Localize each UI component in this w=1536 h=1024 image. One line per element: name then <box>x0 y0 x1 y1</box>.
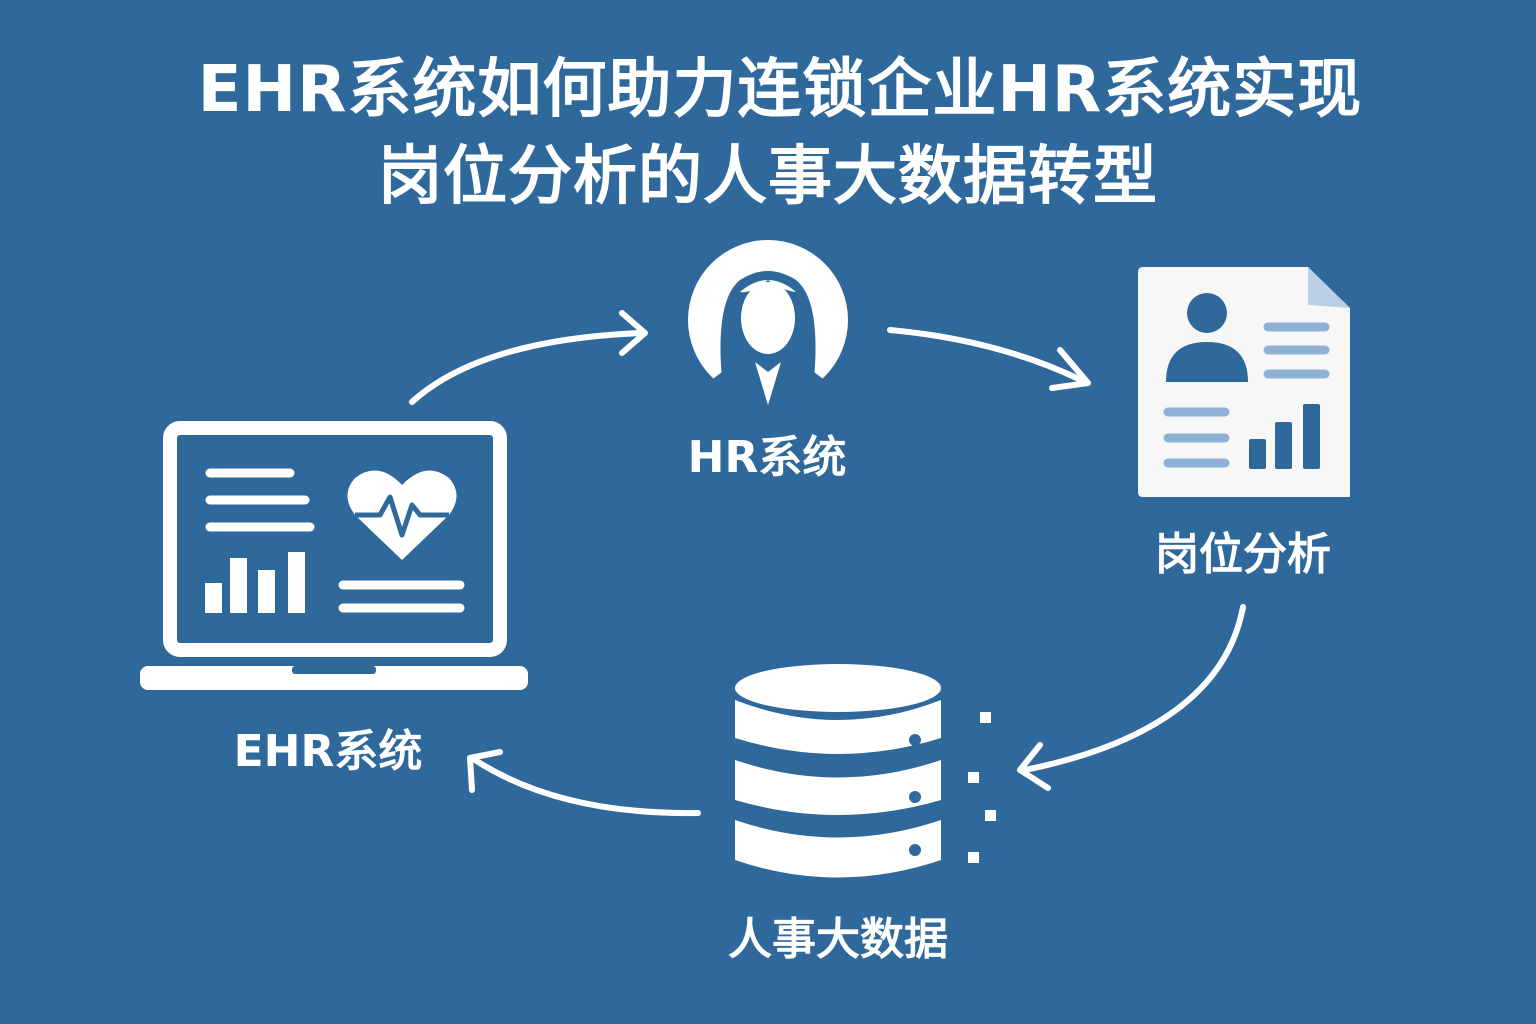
title-line-1: EHR系统如何助力连锁企业HR系统实现 <box>197 53 1363 127</box>
arrowhead-icon <box>619 310 648 356</box>
label-hr-system: HR系统 <box>687 432 847 483</box>
arrow-ehr-to-hr <box>409 330 643 405</box>
arrow-job-to-data <box>1022 604 1246 773</box>
label-hr-big-data: 人事大数据 <box>728 914 948 965</box>
arrowhead-icon <box>1049 347 1091 391</box>
arrow-hr-to-job <box>887 327 1088 385</box>
job-analysis-document-icon <box>1138 267 1350 497</box>
title-line-2: 岗位分析的人事大数据转型 <box>378 140 1158 214</box>
database-icon <box>735 664 996 878</box>
arrow-data-to-ehr <box>472 757 701 817</box>
heart-icon <box>347 470 457 560</box>
label-ehr-system: EHR系统 <box>233 726 423 777</box>
label-job-analysis: 岗位分析 <box>1155 529 1331 580</box>
ehr-laptop-icon <box>140 421 528 690</box>
arrowhead-icon <box>467 749 503 793</box>
arrowhead-icon <box>1017 742 1051 791</box>
hr-person-icon <box>688 240 848 405</box>
